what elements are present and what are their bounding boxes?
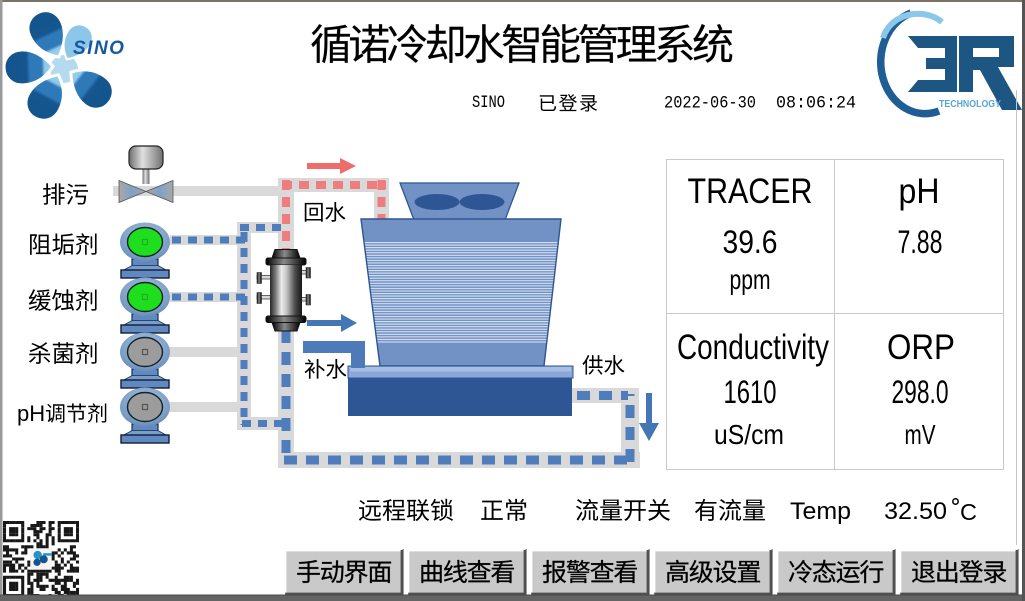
svg-text:TECHNOLOGY: TECHNOLOGY: [939, 98, 1001, 110]
svg-text:Temp: Temp: [790, 498, 851, 525]
svg-text:7.88: 7.88: [898, 224, 943, 260]
svg-text:uS/cm: uS/cm: [714, 419, 784, 450]
svg-text:Conductivity: Conductivity: [677, 328, 829, 367]
svg-text:pH: pH: [899, 172, 940, 211]
svg-text:pH: pH: [17, 401, 45, 426]
svg-text:32.50: 32.50: [884, 498, 947, 525]
svg-text:TRACER: TRACER: [688, 172, 813, 211]
svg-text:1610: 1610: [724, 374, 777, 410]
svg-text:mV: mV: [905, 419, 936, 450]
svg-text:SINO: SINO: [73, 38, 125, 59]
svg-text:C: C: [960, 499, 977, 525]
svg-text:39.6: 39.6: [723, 224, 778, 260]
svg-text:ppm: ppm: [730, 264, 771, 295]
svg-text:ORP: ORP: [887, 328, 955, 367]
svg-text:298.0: 298.0: [892, 374, 949, 410]
svg-text:SINO: SINO: [472, 93, 505, 113]
svg-text:08:06:24: 08:06:24: [776, 94, 856, 114]
svg-text:2022-06-30: 2022-06-30: [664, 94, 756, 114]
